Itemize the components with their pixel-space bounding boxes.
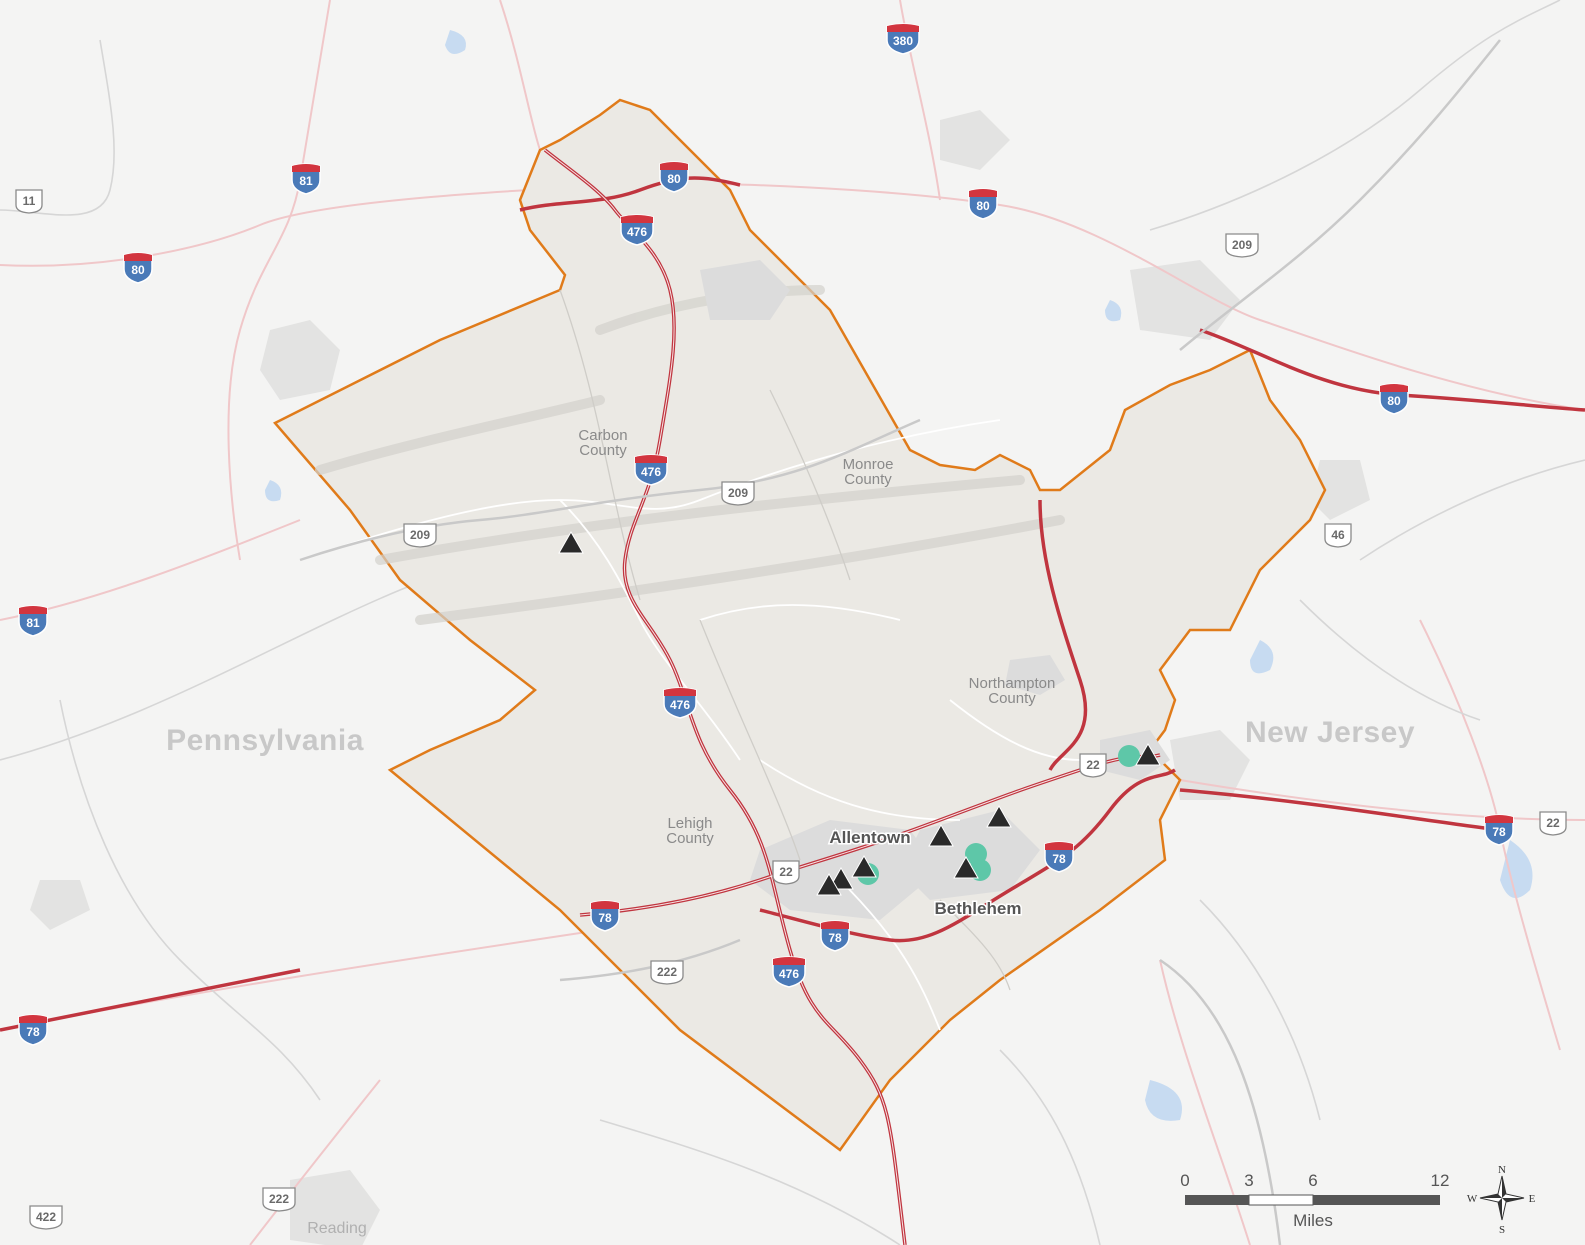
us-route-shield-number: 22 <box>1546 816 1560 830</box>
us-route-shield-icon: 11 <box>15 189 43 214</box>
city-label: Bethlehem <box>935 899 1022 918</box>
site-markers <box>558 530 1161 896</box>
scale-tick-12: 12 <box>1431 1171 1450 1190</box>
interstate-shield-icon: 81 <box>291 163 321 195</box>
town-label: Reading <box>307 1220 367 1237</box>
interstate-shield-icon: 78 <box>18 1014 48 1046</box>
compass-west: W <box>1467 1193 1478 1205</box>
scale-tick-6: 6 <box>1308 1171 1317 1190</box>
interstate-shield-number: 80 <box>667 172 681 186</box>
scale-segment-1 <box>1185 1195 1249 1205</box>
interstate-shield-icon: 78 <box>1484 814 1514 846</box>
interstate-shield-icon: 476 <box>663 687 697 719</box>
site-triangle-marker[interactable] <box>1135 742 1161 766</box>
scale-segment-2 <box>1248 1194 1314 1206</box>
urban-areas <box>30 110 1370 1245</box>
region-label: New Jersey <box>1245 716 1415 749</box>
scale-tick-0: 0 <box>1180 1171 1189 1190</box>
us-route-shield-icon: 209 <box>721 481 755 506</box>
interstate-shield-number: 78 <box>1492 825 1506 839</box>
interstate-shields: 380 81 80 80 80 476 476 476 476 81 80 78 78 78 78 78 <box>18 23 1514 1046</box>
interstate-shield-icon: 80 <box>1379 383 1409 415</box>
scale-tick-3: 3 <box>1244 1171 1253 1190</box>
interstate-shield-icon: 80 <box>968 188 998 220</box>
water-bodies <box>265 30 1533 1121</box>
compass-east: E <box>1529 1193 1536 1205</box>
us-route-shield-number: 11 <box>23 194 36 208</box>
study-area-boundary <box>273 98 1327 1152</box>
city-label: Allentown <box>829 828 910 847</box>
interstate-shield-number: 81 <box>26 616 40 630</box>
interstate-shield-icon: 78 <box>590 900 620 932</box>
us-route-shield-number: 222 <box>269 1192 289 1206</box>
region-label: Pennsylvania <box>166 724 364 757</box>
us-route-shield-number: 46 <box>1331 528 1345 542</box>
county-lines <box>559 289 1011 991</box>
site-triangle-marker[interactable] <box>851 854 877 878</box>
us-route-shield-number: 22 <box>779 865 793 879</box>
site-triangle-marker[interactable] <box>928 823 954 847</box>
site-circle-marker[interactable] <box>1118 745 1140 767</box>
interstate-shield-number: 80 <box>131 263 145 277</box>
us-route-shield-number: 209 <box>1232 238 1252 252</box>
interstate-shield-icon: 81 <box>18 605 48 637</box>
site-triangle-marker[interactable] <box>558 530 584 554</box>
interstate-shield-number: 476 <box>779 967 799 981</box>
us-route-shield-icon: 22 <box>1539 811 1567 836</box>
us-route-shield-icon: 222 <box>650 960 684 985</box>
interstate-shield-icon: 80 <box>659 161 689 193</box>
inner-urban <box>700 260 1170 920</box>
interstate-shield-number: 78 <box>1052 852 1066 866</box>
interstate-shield-number: 80 <box>1387 394 1401 408</box>
interstate-shield-number: 476 <box>670 698 690 712</box>
interstate-shield-icon: 78 <box>820 920 850 952</box>
us-route-shield-icon: 209 <box>1225 233 1259 258</box>
interstate-shield-icon: 476 <box>634 454 668 486</box>
interstate-shield-icon: 78 <box>1044 841 1074 873</box>
interstate-shield-number: 80 <box>976 199 990 213</box>
interstate-shield-icon: 380 <box>886 23 920 55</box>
us-route-roads <box>299 39 1501 1245</box>
us-route-shield-number: 222 <box>657 965 677 979</box>
interstate-shield-number: 78 <box>828 931 842 945</box>
compass-north: N <box>1498 1164 1506 1176</box>
compass-rose-icon: N S E W <box>1467 1164 1536 1236</box>
interstate-shield-number: 476 <box>641 465 661 479</box>
us-route-shield-icon: 22 <box>1079 753 1107 778</box>
interstate-shield-number: 78 <box>26 1025 40 1039</box>
interstate-shield-icon: 80 <box>123 252 153 284</box>
us-route-shield-icon: 209 <box>403 523 437 548</box>
scale-unit: Miles <box>1293 1211 1333 1230</box>
us-route-shield-number: 22 <box>1086 758 1100 772</box>
us-route-shield-number: 422 <box>36 1210 56 1224</box>
compass-south: S <box>1499 1224 1505 1236</box>
interstate-shield-icon: 476 <box>620 214 654 246</box>
interstate-shield-number: 78 <box>598 911 612 925</box>
interstate-shield-number: 81 <box>299 174 313 188</box>
interstate-shield-number: 476 <box>627 225 647 239</box>
us-route-shield-number: 209 <box>410 528 430 542</box>
us-route-shield-icon: 46 <box>1324 523 1352 548</box>
site-triangle-marker[interactable] <box>816 872 842 896</box>
us-route-shield-icon: 22 <box>772 860 800 885</box>
us-route-shield-icon: 422 <box>29 1205 63 1230</box>
us-route-shield-number: 209 <box>728 486 748 500</box>
region-labels: Pennsylvania New Jersey <box>166 716 1415 757</box>
interstate-shield-icon: 476 <box>772 956 806 988</box>
town-labels: Reading <box>307 1220 367 1237</box>
site-triangle-marker[interactable] <box>986 804 1012 828</box>
scale-bar: 0 3 6 12 Miles <box>1180 1171 1449 1230</box>
us-route-shield-icon: 222 <box>262 1187 296 1212</box>
interstate-shield-number: 380 <box>893 34 913 48</box>
site-triangle-marker[interactable] <box>953 855 979 879</box>
scale-segment-3 <box>1313 1195 1440 1205</box>
